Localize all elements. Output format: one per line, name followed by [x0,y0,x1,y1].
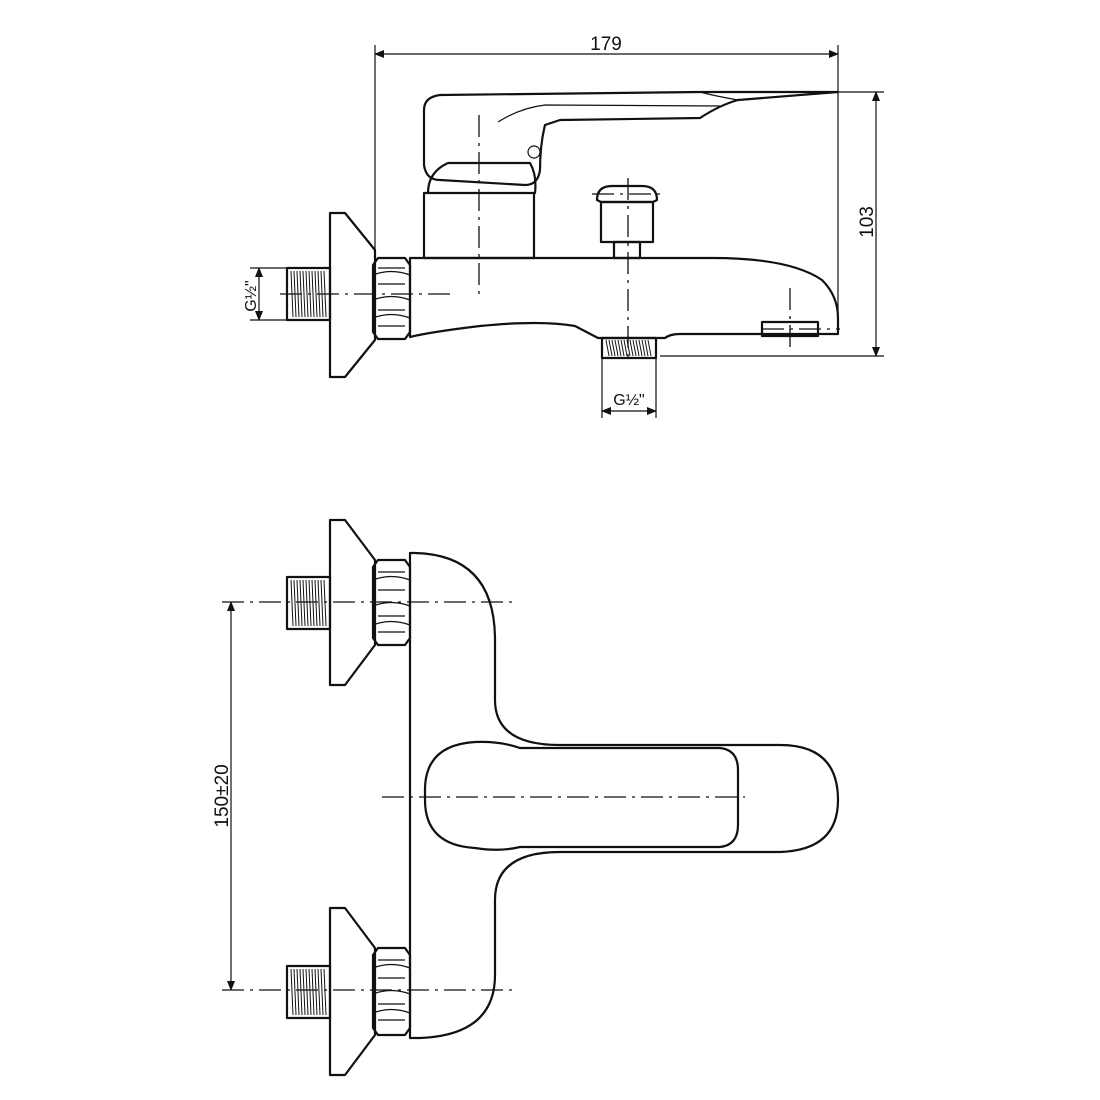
top-upper-flange [328,518,377,687]
side-view: 179 103 G½" G½" [243,34,884,418]
top-upper-inlet-thread [285,575,332,631]
dimension-overall-length: 179 [374,34,839,318]
side-spout-aerator [760,320,820,338]
side-lever-pivot [527,145,541,159]
dimension-inlet-spacing-label: 150±20 [212,764,233,827]
top-view: 150±20 [212,518,840,1077]
dimension-overall-length-label: 179 [590,34,622,55]
side-diverter-knob [595,184,659,260]
top-lower-inlet-thread [285,964,332,1020]
top-lower-flange [328,906,377,1077]
side-wall-flange [328,211,377,379]
side-hex-nut [371,256,412,341]
dimension-inlet-thread-label: G½" [243,280,260,311]
side-lever-handle [422,90,840,187]
dimension-overall-height-label: 103 [857,206,878,238]
top-lever-handle [423,740,740,851]
side-outlet-thread [600,336,658,360]
side-cartridge-cap [426,161,537,195]
dimension-inlet-thread: G½" [243,267,287,321]
side-mixer-body [408,256,840,340]
top-lower-hex-nut [371,946,412,1037]
top-upper-hex-nut [371,558,412,647]
dimension-overall-height: 103 [660,91,884,357]
dimension-outlet-thread: G½" [601,358,657,418]
dimension-inlet-spacing: 150±20 [212,601,235,991]
dimension-outlet-thread-label: G½" [613,392,644,409]
top-mixer-body [408,551,840,1040]
